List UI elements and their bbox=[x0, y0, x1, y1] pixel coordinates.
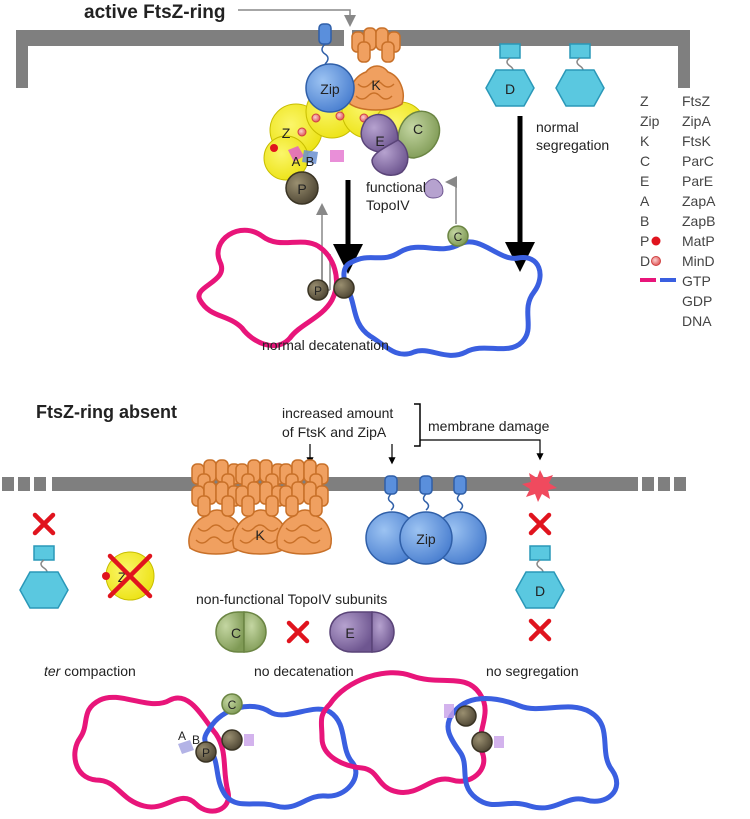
legend-name: MatP bbox=[682, 233, 715, 249]
legend-symbol: A bbox=[640, 193, 650, 209]
no-decatenation-label: no decatenation bbox=[254, 663, 354, 679]
dna-blue-bottom-left bbox=[202, 703, 359, 810]
title-pointer-arrow bbox=[238, 9, 356, 27]
svg-text:B: B bbox=[192, 733, 200, 747]
pare-free-subunit bbox=[423, 178, 444, 199]
matp-dna-bottom-1 bbox=[195, 741, 217, 763]
pare-nonfunctional bbox=[329, 611, 395, 653]
cross-mind-right-bottom bbox=[531, 621, 549, 639]
legend-name: ParE bbox=[682, 173, 713, 189]
increased-label-2: of FtsK and ZipA bbox=[282, 424, 387, 440]
legend-symbol: E bbox=[640, 173, 649, 189]
legend-name: GDP bbox=[682, 293, 712, 309]
dna-pink-top bbox=[196, 227, 339, 349]
cross-topoiv bbox=[289, 623, 307, 641]
normal-label: normal bbox=[536, 119, 579, 135]
segregation-label: segregation bbox=[536, 137, 609, 153]
ftsz-label-top: Z bbox=[282, 125, 291, 141]
matp-dna-bottom-2 bbox=[221, 729, 243, 751]
legend-name: DNA bbox=[682, 313, 712, 329]
svg-text:E: E bbox=[345, 625, 354, 641]
parc-dna-bottom bbox=[221, 693, 243, 715]
legend-gtp-icon bbox=[651, 236, 661, 246]
legend-name: ParC bbox=[682, 153, 714, 169]
normal-decatenation-label: normal decatenation bbox=[262, 337, 389, 353]
parc-label-top: C bbox=[413, 121, 423, 137]
legend-symbol: Zip bbox=[640, 113, 660, 129]
svg-text:P: P bbox=[314, 284, 322, 298]
mind-bottom-left bbox=[19, 545, 69, 609]
membrane-top-left bbox=[16, 30, 344, 88]
top-title: active FtsZ-ring bbox=[84, 2, 225, 23]
matp-dna-top-2 bbox=[333, 277, 355, 299]
svg-text:Z: Z bbox=[118, 569, 127, 585]
zapb-label-top: B bbox=[306, 154, 315, 169]
membrane-damage-burst bbox=[522, 470, 557, 502]
increased-label-1: increased amount bbox=[282, 405, 393, 421]
svg-text:C: C bbox=[454, 230, 463, 244]
zipa-label-bottom: Zip bbox=[416, 531, 436, 547]
legend-name: ZapB bbox=[682, 213, 715, 229]
ftsk-label-top: K bbox=[371, 77, 381, 93]
legend-symbol: P bbox=[640, 233, 649, 249]
parc-nonfunctional bbox=[215, 611, 267, 653]
topoiv-label: TopoIV bbox=[366, 197, 410, 213]
svg-text:P: P bbox=[202, 746, 210, 760]
legend-name: ZapA bbox=[682, 193, 716, 209]
legend-symbol: C bbox=[640, 153, 650, 169]
zipa-bottom bbox=[365, 475, 487, 565]
zapa-label-top: A bbox=[292, 154, 301, 169]
legend-symbol: B bbox=[640, 213, 649, 229]
cross-mind-right-top bbox=[531, 515, 549, 533]
membrane-bottom bbox=[2, 477, 686, 491]
bracket bbox=[414, 403, 421, 447]
svg-text:P: P bbox=[297, 181, 306, 197]
no-segregation-label: no segregation bbox=[486, 663, 579, 679]
ftsk-complex-top bbox=[348, 27, 404, 111]
zipa-globule bbox=[305, 63, 355, 113]
legend-gdp-icon bbox=[651, 256, 661, 266]
functional-label: functional bbox=[366, 179, 426, 195]
svg-text:D: D bbox=[505, 81, 515, 97]
svg-text:C: C bbox=[231, 625, 241, 641]
svg-text:D: D bbox=[535, 583, 545, 599]
matp-dna-bottom-4 bbox=[471, 731, 493, 753]
dna-blue-top bbox=[341, 239, 543, 358]
gtp-dot bbox=[270, 144, 278, 152]
pare-label-top: E bbox=[375, 133, 384, 149]
svg-text:A: A bbox=[178, 729, 186, 743]
membrane-damage-label: membrane damage bbox=[428, 418, 550, 434]
ter-compaction-label: ter compaction bbox=[44, 663, 136, 679]
legend: Z FtsZ Zip ZipA K FtsK C ParC E ParE A ZapA B ZapB P Ma… bbox=[640, 93, 716, 329]
dna-pink-bottom-right bbox=[318, 670, 488, 795]
cross-mind-left bbox=[35, 515, 53, 533]
legend-symbol: Z bbox=[640, 93, 649, 109]
dna-blue-bottom-right bbox=[445, 696, 620, 811]
mind-top-2 bbox=[555, 43, 605, 107]
bottom-title: FtsZ-ring absent bbox=[36, 402, 177, 422]
topoiv-functional bbox=[360, 110, 441, 176]
legend-symbol: K bbox=[640, 133, 650, 149]
cross-ftsz bbox=[107, 553, 153, 599]
svg-text:C: C bbox=[228, 698, 237, 712]
membrane-top-right bbox=[352, 30, 690, 88]
legend-name: FtsZ bbox=[682, 93, 710, 109]
parc-dna-top bbox=[447, 225, 469, 247]
zipa-anchor bbox=[318, 23, 332, 45]
legend-name: GTP bbox=[682, 273, 711, 289]
ftsk-label-bottom: K bbox=[255, 527, 265, 543]
legend-name: ZipA bbox=[682, 113, 711, 129]
dna-pink-bottom-left bbox=[72, 694, 231, 814]
legend-name: FtsK bbox=[682, 133, 711, 149]
nonfunctional-label: non-functional TopoIV subunits bbox=[196, 591, 387, 607]
matp-dna-bottom-3 bbox=[455, 705, 477, 727]
legend-symbol: D bbox=[640, 253, 650, 269]
gtp-dot-bottom bbox=[102, 572, 110, 580]
legend-name: MinD bbox=[682, 253, 715, 269]
matp-dna-top-1 bbox=[307, 279, 329, 301]
zipa-label-top: Zip bbox=[320, 81, 340, 97]
matp-top bbox=[285, 171, 319, 205]
